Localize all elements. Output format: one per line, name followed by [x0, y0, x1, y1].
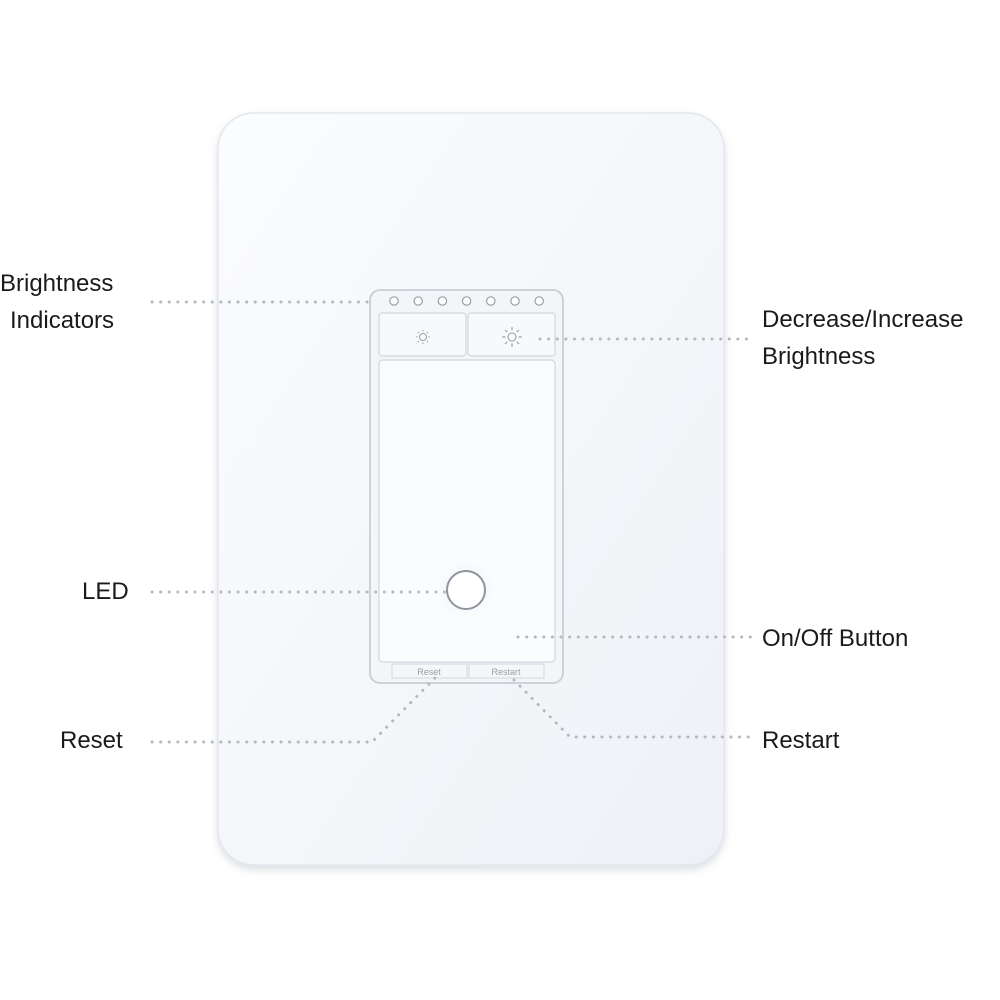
- label-brightness-indicators-line1: Brightness: [0, 270, 114, 297]
- label-decrease-increase-line1: Decrease/Increase: [762, 306, 964, 333]
- decrease-brightness-button[interactable]: [378, 312, 467, 357]
- brightness-indicator-dot: [437, 296, 448, 306]
- label-decrease-increase: Decrease/Increase Brightness: [762, 301, 963, 375]
- label-brightness-indicators: Brightness Indicators: [0, 265, 114, 339]
- label-restart: Restart: [762, 727, 840, 754]
- label-reset: Reset: [60, 727, 123, 754]
- increase-brightness-button[interactable]: [467, 312, 556, 357]
- brightness-indicator-dot: [485, 296, 496, 306]
- led-ring: [446, 570, 486, 610]
- label-decrease-increase-line2: Brightness: [762, 343, 876, 370]
- sun-dim-icon: [416, 330, 430, 344]
- restart-tab[interactable]: [468, 663, 545, 679]
- brightness-indicator-dots: [389, 296, 544, 306]
- brightness-indicator-dot: [413, 296, 423, 306]
- sun-bright-icon: [502, 327, 522, 347]
- label-on-off: On/Off Button: [762, 625, 909, 652]
- brightness-indicator-dot: [461, 296, 472, 306]
- leader-restart: [512, 678, 754, 739]
- brightness-indicator-dot: [510, 296, 520, 306]
- label-led: LED: [82, 578, 129, 605]
- on-off-paddle[interactable]: [378, 359, 556, 663]
- restart-tab-label: Restart: [491, 667, 521, 677]
- reset-tab-label: Reset: [417, 667, 441, 677]
- label-brightness-indicators-line2: Indicators: [10, 307, 115, 334]
- reset-tab[interactable]: [391, 663, 468, 679]
- brightness-indicator-dot: [389, 296, 399, 306]
- brightness-indicator-dot: [534, 296, 544, 306]
